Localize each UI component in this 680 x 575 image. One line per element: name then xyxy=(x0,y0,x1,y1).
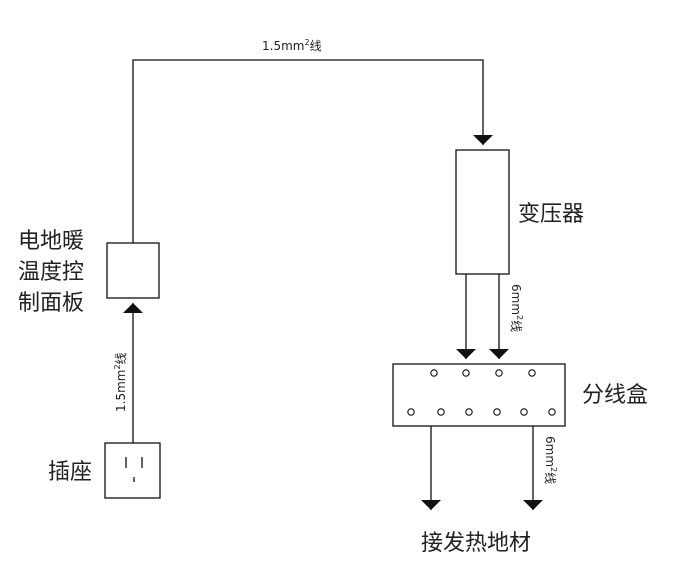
terminal xyxy=(430,369,438,377)
controller-label-line-3: 制面板 xyxy=(18,291,84,316)
controller-label-line-2: 温度控 xyxy=(18,260,84,285)
wire-controller-to-transformer xyxy=(132,59,493,243)
junction-terminals-bottom xyxy=(407,408,556,416)
wire-label-transformer: 6mm2线 xyxy=(509,284,524,332)
terminal xyxy=(437,408,445,416)
terminal xyxy=(493,408,501,416)
socket-label: 插座 xyxy=(48,460,92,485)
heating-material-label: 接发热地材 xyxy=(421,531,531,556)
terminal xyxy=(528,369,536,377)
wire-label-junction: 6mm2线 xyxy=(543,436,558,484)
wire-label-top: 1.5mm2线 xyxy=(262,38,322,53)
controller-label-line-1: 电地暖 xyxy=(18,229,84,254)
terminal xyxy=(548,408,556,416)
controller-box xyxy=(106,242,160,299)
transformer-label: 变压器 xyxy=(518,202,584,227)
terminal xyxy=(520,408,528,416)
terminal xyxy=(407,408,415,416)
transformer-box xyxy=(455,149,510,275)
terminal xyxy=(495,369,503,377)
terminal xyxy=(462,369,470,377)
socket-box xyxy=(104,442,161,499)
junction-terminals-top xyxy=(430,369,536,377)
junction-box-label: 分线盒 xyxy=(582,383,648,408)
socket-outlet-icon xyxy=(125,457,143,482)
terminal xyxy=(465,408,473,416)
junction-box xyxy=(392,363,566,427)
wire-label-left: 1.5mm2线 xyxy=(113,352,128,412)
